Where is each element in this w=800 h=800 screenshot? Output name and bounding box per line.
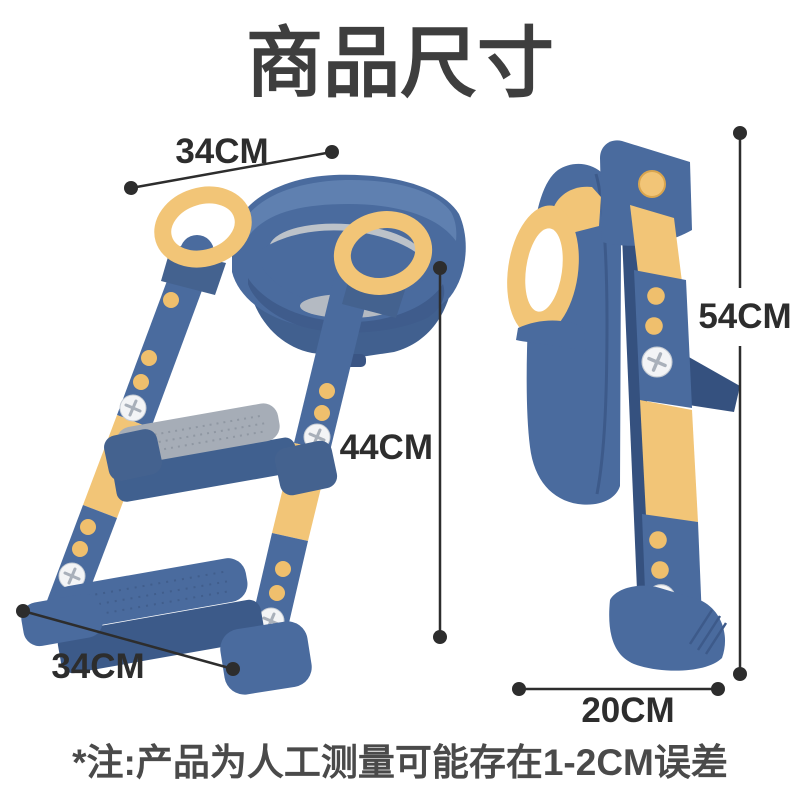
step-bracket	[680, 352, 740, 412]
page-title: 商品尺寸	[246, 21, 554, 107]
product-unfolded	[21, 174, 466, 695]
lower-step	[52, 558, 265, 674]
folded-rail	[630, 205, 740, 620]
right-handle	[333, 211, 433, 318]
handle-hole	[525, 228, 563, 312]
dim-label-base-depth: 34CM	[51, 647, 144, 686]
folded-handle	[507, 186, 601, 352]
dimension-base-depth: 34CM	[16, 604, 240, 686]
left-handle	[154, 186, 252, 295]
upper-step	[104, 403, 338, 502]
dimension-top-width: 34CM	[124, 132, 339, 195]
screw-cap	[118, 393, 148, 423]
dim-label-folded-height: 54CM	[698, 297, 791, 336]
feet	[21, 593, 312, 695]
foot-grip-texture	[688, 609, 728, 655]
rivet	[638, 170, 666, 198]
dimension-folded-base: 20CM	[512, 682, 725, 730]
measurement-disclaimer-note: *注:产品为人工测量可能存在1-2CM误差	[72, 742, 728, 783]
folded-foot	[609, 585, 728, 671]
dim-label-top-width: 34CM	[175, 132, 268, 171]
dim-label-folded-base: 20CM	[581, 691, 674, 730]
dimension-unfolded-height: 44CM	[340, 261, 447, 644]
product-folded	[507, 140, 740, 671]
dimension-folded-height: 54CM	[698, 126, 792, 681]
screw-cap	[640, 345, 674, 379]
dim-label-unfolded-height: 44CM	[340, 428, 433, 467]
